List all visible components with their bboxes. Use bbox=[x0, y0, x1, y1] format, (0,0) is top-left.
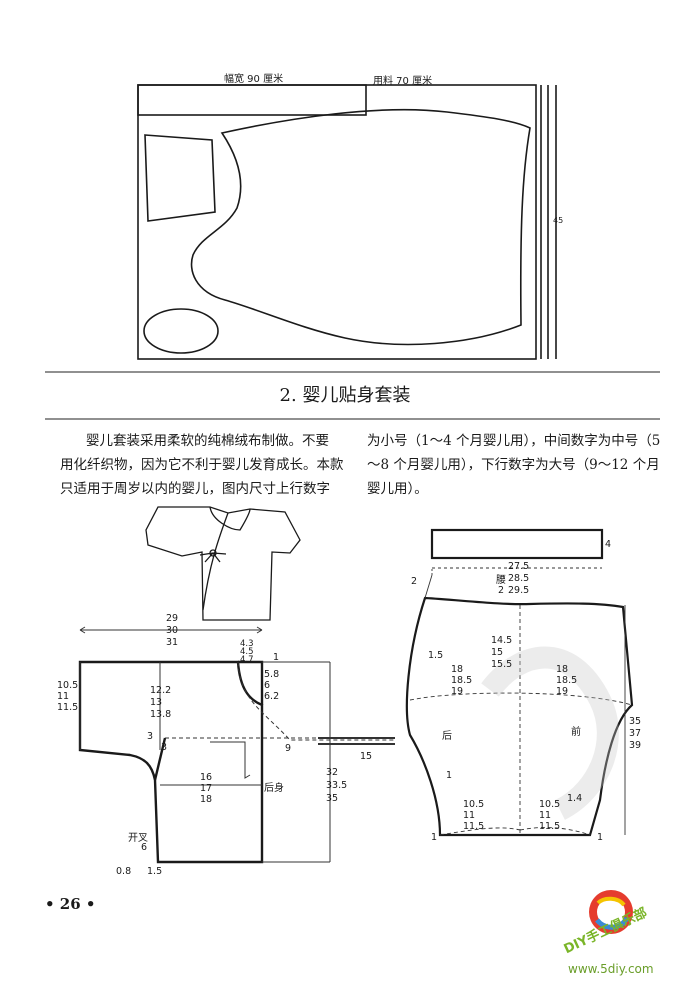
jacket-mark: 15 bbox=[360, 751, 373, 762]
pants-hem-left: 10.5 11 11.5 bbox=[463, 799, 485, 832]
club-logo bbox=[589, 890, 633, 934]
pants-waist-divisor: 2 bbox=[498, 585, 505, 596]
jacket-slit-value: 6 bbox=[141, 842, 148, 853]
waistband-piece bbox=[430, 528, 604, 560]
body-piece bbox=[190, 108, 531, 346]
jacket-back-label: 后身 bbox=[264, 783, 284, 794]
intro-col2: 为小号（1～4 个月婴儿用），中间数字为中号（5 ～8 个月婴儿用），下行数字为… bbox=[367, 429, 667, 501]
jacket-mark: 9 bbox=[285, 743, 292, 754]
jacket-length: 32 33.5 35 bbox=[326, 767, 348, 804]
watermark-graphic bbox=[481, 646, 619, 820]
oval-piece bbox=[143, 308, 219, 354]
fabric-strip-piece bbox=[137, 84, 367, 116]
pants-hem-corner-left: 1 bbox=[431, 832, 438, 843]
pants-hem-right: 10.5 11 11.5 bbox=[539, 799, 561, 832]
jacket-armhole: 12.2 13 13.8 bbox=[150, 685, 172, 720]
fabric-layout-frame bbox=[137, 84, 537, 360]
intro-line: 用化纤织物，因为它不利于婴儿发育成长。本款 bbox=[60, 457, 344, 473]
jacket-neck-top: 4.3 4.5 4.7 bbox=[240, 639, 254, 665]
pants-length: 35 37 39 bbox=[629, 716, 642, 751]
fabric-width-label: 幅宽 90 厘米 bbox=[224, 74, 284, 85]
pants-waist-label: 腰 bbox=[496, 575, 506, 586]
section-title: 2. 婴儿贴身套装 bbox=[279, 385, 411, 406]
fabric-height-label: 45 bbox=[553, 216, 564, 225]
jacket-mark: 3 bbox=[161, 742, 168, 753]
intro-line: 只适用于周岁以内的婴儿，图内尺寸上行数字 bbox=[60, 481, 330, 497]
pants-rise: 14.5 15 15.5 bbox=[491, 635, 513, 670]
jacket-hem-right: 1.5 bbox=[147, 866, 163, 877]
jacket-neck-right: 1 bbox=[273, 652, 280, 663]
jacket-top-width: 29 30 31 bbox=[166, 613, 179, 648]
page-number: • 26 • bbox=[45, 895, 96, 913]
pants-hip-left: 18 18.5 19 bbox=[451, 664, 473, 697]
jacket-slit-label: 开叉 bbox=[128, 833, 148, 844]
jacket-neck-depth: 5.8 6 6.2 bbox=[264, 669, 280, 702]
pants-waist-values: 27.5 28.5 29.5 bbox=[508, 561, 530, 596]
pants-pattern bbox=[405, 528, 634, 837]
intro-line: ～8 个月婴儿用），下行数字为大号（9～12 个月 bbox=[367, 457, 660, 473]
jacket-sketch bbox=[145, 506, 301, 621]
pants-back-label: 后 bbox=[442, 731, 452, 742]
pants-hem-corner-right: 1 bbox=[597, 832, 604, 843]
fabric-usage-label: 用料 70 厘米 bbox=[373, 76, 433, 87]
jacket-mark: 3 bbox=[147, 731, 154, 742]
pants-left-offset: 1.5 bbox=[428, 650, 444, 661]
pants-waistband-value: 4 bbox=[605, 539, 612, 550]
jacket-hem-left: 0.8 bbox=[116, 866, 132, 877]
pants-hip-right: 18 18.5 19 bbox=[556, 664, 578, 697]
intro-line: 为小号（1～4 个月婴儿用），中间数字为中号（5 bbox=[367, 433, 661, 449]
intro-line: 婴儿套装采用柔软的纯棉绒布制做。不要 bbox=[86, 433, 329, 449]
pants-knee-right: 1.4 bbox=[567, 793, 583, 804]
pants-front-label: 前 bbox=[571, 727, 581, 738]
site-watermark: www.5diy.com bbox=[568, 962, 654, 976]
jacket-body-width: 16 17 18 bbox=[200, 772, 213, 805]
sleeve-piece bbox=[144, 134, 216, 222]
intro-line: 婴儿用）。 bbox=[367, 481, 428, 497]
pants-corner: 2 bbox=[411, 576, 418, 587]
jacket-sleeve-height: 10.5 11 11.5 bbox=[57, 680, 79, 713]
intro-col1: 婴儿套装采用柔软的纯棉绒布制做。不要 用化纤织物，因为它不利于婴儿发育成长。本款… bbox=[60, 429, 360, 501]
pants-knee-mark: 1 bbox=[446, 770, 453, 781]
